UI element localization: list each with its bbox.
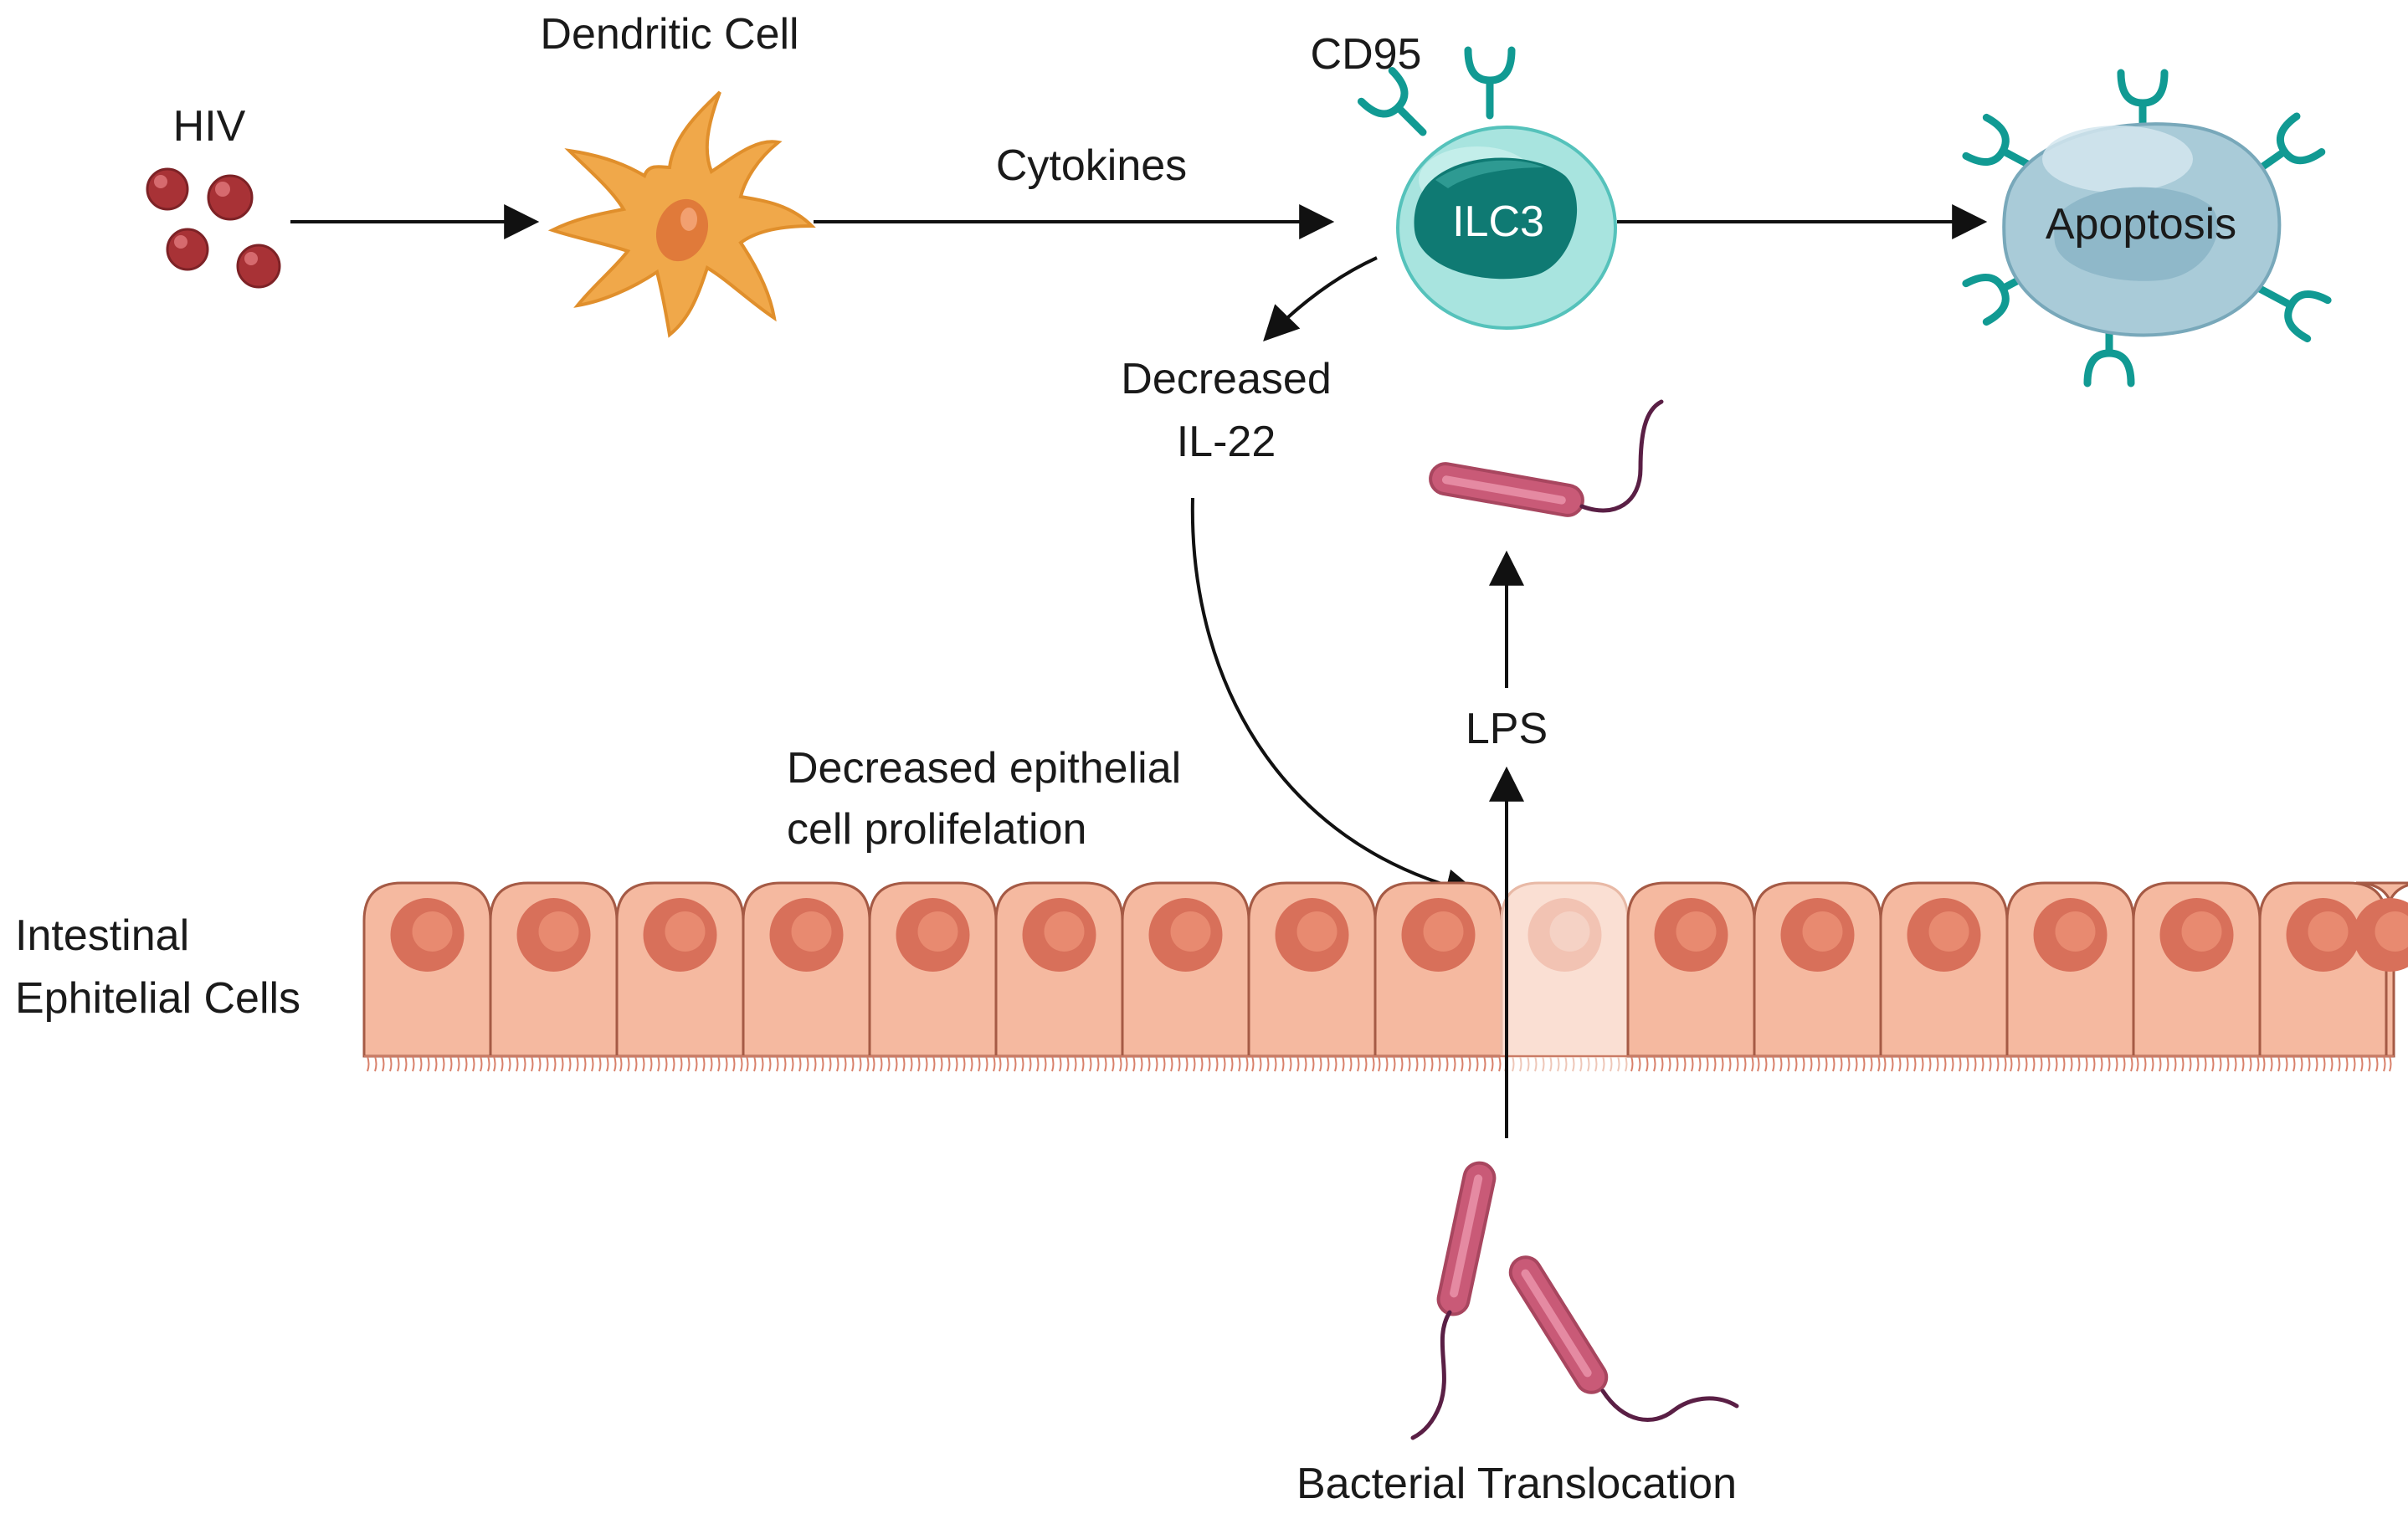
- decreased-epithelial-label-line2: cell prolifelation: [787, 805, 1086, 854]
- bacterium-icon: [1502, 1250, 1739, 1423]
- arrow-ilc3-to-il22: [1263, 256, 1378, 342]
- intestinal-epithelium: [362, 881, 2408, 1072]
- epithelial-cell: [489, 881, 619, 1072]
- apoptotic-cell: Apoptosis: [1966, 73, 2328, 383]
- epithelial-cell: [742, 881, 871, 1072]
- epithelial-cell: [1121, 881, 1250, 1072]
- bacterial-translocation-label: Bacterial Translocation: [1296, 1460, 1737, 1508]
- cd95-label: CD95: [1311, 30, 1422, 79]
- epithelial-cell: [362, 881, 492, 1072]
- ilc3-cell: ILC3: [1361, 50, 1617, 330]
- hiv-virion-icon: [236, 244, 281, 289]
- epithelial-cell: [2132, 881, 2262, 1072]
- epithelial-cell: [994, 881, 1124, 1072]
- cytokines-label: Cytokines: [996, 141, 1187, 190]
- epithelial-cell: [1879, 881, 2009, 1072]
- epithelial-cell: [615, 881, 745, 1072]
- decreased-epithelial-label-line1: Decreased epithelial: [787, 744, 1181, 793]
- epithelial-cell: [868, 881, 998, 1072]
- epithelial-cell: [1753, 881, 1882, 1072]
- hiv-virion-icon: [207, 174, 254, 221]
- epithelial-cell: [1626, 881, 1756, 1072]
- hiv-label: HIV: [173, 102, 246, 151]
- epithelial-cell: [1373, 881, 1503, 1072]
- damaged-epithelial-cell: [1500, 881, 1630, 1072]
- epithelial-cell: [2005, 881, 2135, 1072]
- dendritic-cell-icon: [547, 90, 816, 338]
- ilc3-label: ILC3: [1452, 198, 1544, 246]
- bacterium-icon: [1410, 1158, 1499, 1440]
- dendritic-cell-label: Dendritic Cell: [540, 10, 798, 59]
- arrow-il22-to-epithelium: [1190, 497, 1481, 904]
- decreased-il22-label-line2: IL-22: [1177, 418, 1276, 466]
- lps-label: LPS: [1466, 705, 1548, 753]
- hiv-virus-group: [146, 167, 281, 289]
- epithelial-cell: [1247, 881, 1377, 1072]
- intestinal-label-line1: Intestinal: [15, 911, 189, 960]
- hiv-virion-icon: [146, 167, 189, 211]
- epithelial-cell: [2353, 881, 2408, 1072]
- hiv-virion-icon: [166, 228, 209, 271]
- intestinal-label-line2: Ephitelial Cells: [15, 974, 300, 1023]
- bacterium-icon: [1426, 399, 1664, 520]
- apoptosis-label: Apoptosis: [2046, 200, 2236, 249]
- decreased-il22-label-line1: Decreased: [1121, 355, 1331, 403]
